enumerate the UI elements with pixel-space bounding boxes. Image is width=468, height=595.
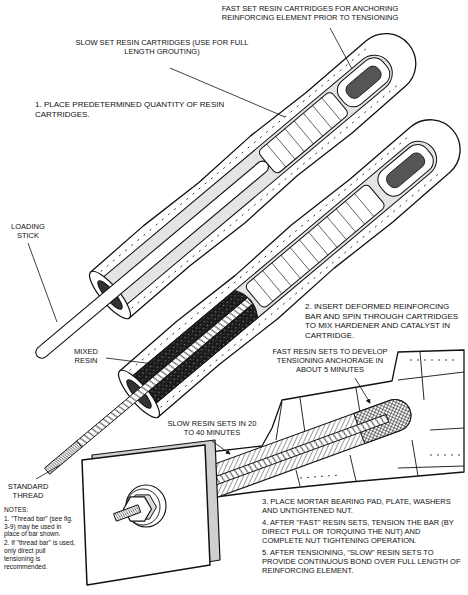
note-text: 1. "Thread bar" (see fig. 3-9) may be us… xyxy=(4,515,76,538)
callout-label: SLOW RESIN SETS IN 20 TO 40 MINUTES xyxy=(162,419,262,437)
callout-label: MIXED RESIN xyxy=(66,347,106,365)
notes-heading: NOTES: xyxy=(4,506,76,514)
cartridge-core xyxy=(343,63,384,101)
leader-line xyxy=(28,243,57,322)
fast-set-cartridge xyxy=(332,53,394,112)
bearing-plate xyxy=(82,445,210,585)
bar-thread xyxy=(45,441,82,474)
standard-thread xyxy=(114,505,141,521)
step-instruction: 1. PLACE PREDETERMINED QUANTITY OF RESIN… xyxy=(35,100,227,119)
cartridge-wrap xyxy=(253,194,373,302)
cartridge-core xyxy=(384,150,428,191)
step-instruction: 2. INSERT DEFORMED REINFORCING BAR AND S… xyxy=(305,302,462,340)
callout-label: FAST RESIN SETS TO DEVELOP TENSIONING AN… xyxy=(268,347,392,374)
slow-set-cartridge xyxy=(244,183,386,309)
leader-line xyxy=(330,28,352,69)
callout-label: FAST SET RESIN CARTRIDGES FOR ANCHORING … xyxy=(212,4,408,22)
leader-line xyxy=(106,358,162,365)
bearing-assembly xyxy=(82,440,220,585)
leader-line xyxy=(212,441,230,454)
slow-set-cartridge xyxy=(257,91,349,175)
leader-lines xyxy=(28,28,370,479)
callout-label: LOADING STICK xyxy=(6,222,50,240)
fast-set-cartridge xyxy=(373,140,438,202)
cartridge-wrap xyxy=(267,98,341,167)
leader-line xyxy=(36,465,60,479)
callout-label: STANDARD THREAD xyxy=(4,482,52,500)
bolt-stub xyxy=(114,505,141,521)
note-text: 2. If "thread bar" is used, only direct … xyxy=(4,539,76,570)
step-instruction: 5. AFTER TENSIONING, "SLOW" RESIN SETS T… xyxy=(262,548,462,575)
step-instruction: 3. PLACE MORTAR BEARING PAD, PLATE, WASH… xyxy=(262,497,462,515)
callout-label: SLOW SET RESIN CARTRIDGES (USE FOR FULL … xyxy=(72,38,252,56)
step-instruction: 4. AFTER "FAST" RESIN SETS, TENSION THE … xyxy=(262,518,462,545)
leader-line xyxy=(355,378,370,403)
